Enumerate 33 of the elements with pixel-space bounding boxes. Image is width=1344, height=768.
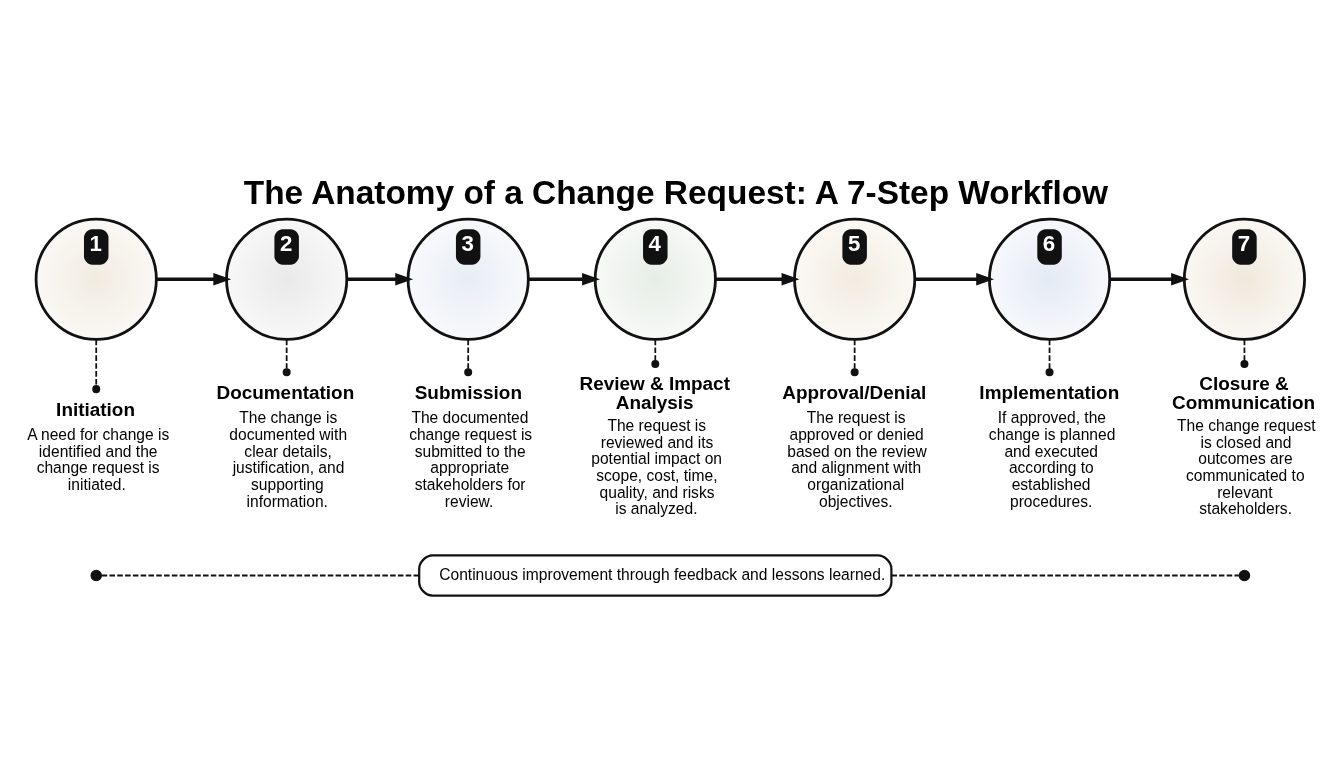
node-text: Implementation If approved, the change is planned and executed according to established procedures.	[979, 381, 1120, 510]
node-text: Documentation The change is documented with clear details, justification, and supporting information.	[216, 381, 355, 510]
node-circle: 3	[406, 217, 530, 341]
arrow	[156, 272, 232, 285]
connector	[282, 338, 291, 376]
arrow	[1109, 272, 1189, 285]
arrow	[346, 272, 414, 285]
node-circle: 7	[1182, 217, 1306, 341]
node-circle: 4	[593, 217, 717, 341]
arrow	[528, 272, 600, 285]
node-circle: 1	[34, 217, 158, 341]
node-text: Closure & Communication The change request is closed and outcomes are communicated to relevant stakeholders.	[1172, 372, 1316, 517]
arrow	[715, 272, 800, 285]
node-box: Continuous improvement through feedback and lessons learned.	[418, 553, 893, 597]
connector	[92, 338, 101, 393]
node-circle	[1238, 569, 1251, 581]
connector	[850, 338, 859, 376]
node-circle	[90, 569, 102, 581]
node-text: Submission The documented change request is submitted to the appropriate stakeholders for review.	[409, 381, 533, 510]
connector	[890, 574, 1240, 576]
node-text: Initiation A need for change is identified and the change request is initiated.	[27, 398, 170, 493]
connector	[100, 574, 420, 576]
connector	[1240, 338, 1249, 368]
connector	[464, 338, 473, 376]
node-text: Approval/Denial The request is approved or denied based on the review and alignment with organizational objectives.	[782, 381, 927, 510]
node-circle: 5	[793, 217, 917, 341]
node-circle: 2	[225, 217, 349, 341]
arrow	[914, 272, 995, 285]
diagram-title: The Anatomy of a Change Request: A 7-Step Workflow	[243, 173, 1109, 211]
connector	[651, 338, 660, 368]
node-circle: 6	[988, 217, 1112, 341]
node-text: Review & Impact Analysis The request is reviewed and its potential impact on scope, cost, time, quality, and risks is analyzed.	[579, 372, 730, 517]
connector	[1045, 338, 1054, 376]
